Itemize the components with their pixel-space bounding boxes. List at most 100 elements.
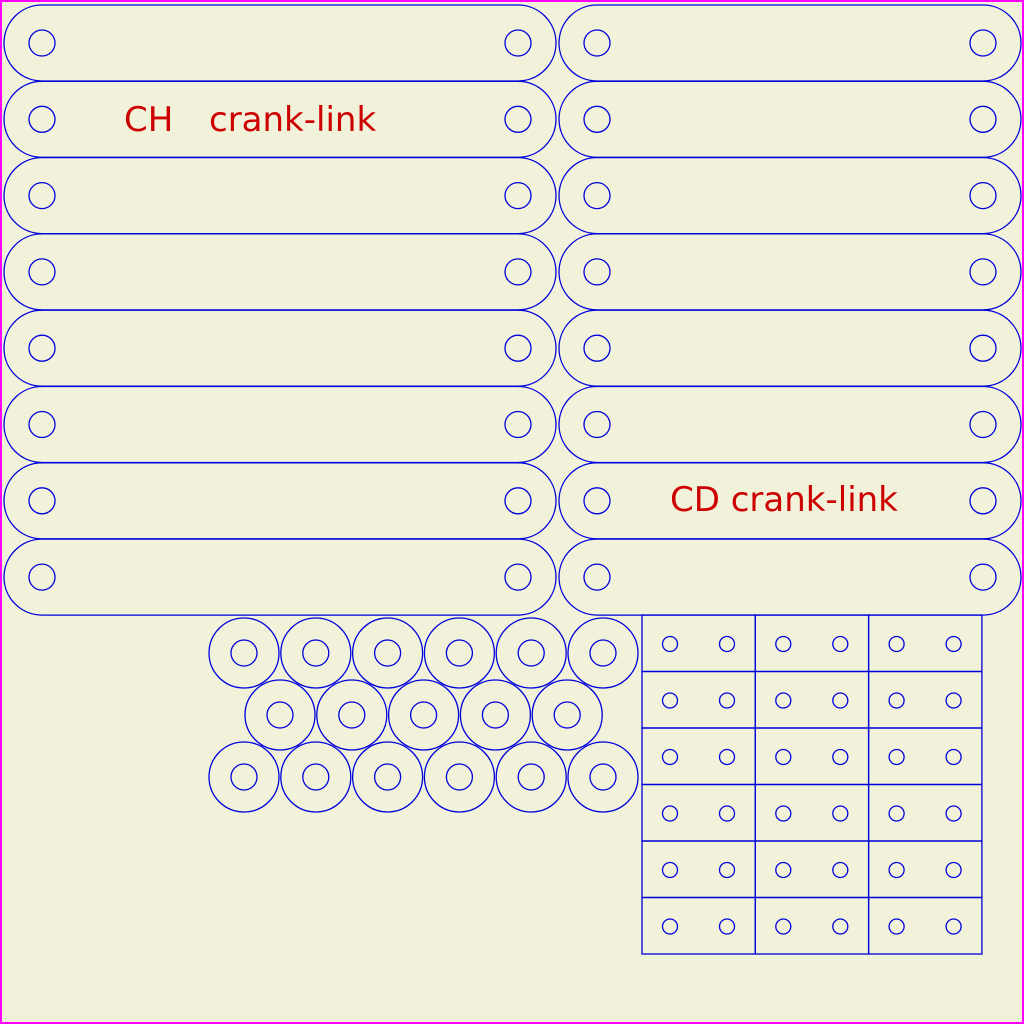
washer-hole: [445, 763, 474, 791]
washer: [387, 679, 460, 751]
washer-hole: [589, 639, 617, 667]
washer: [351, 741, 424, 813]
cd-pin-hole: [969, 410, 997, 439]
plate-hole: [832, 918, 849, 935]
plate-hole: [945, 918, 962, 935]
washer: [244, 679, 316, 751]
cd-pin-hole: [583, 258, 611, 286]
ch-pin-hole: [28, 29, 56, 57]
cd-pin-hole: [583, 334, 611, 362]
washer-hole: [445, 639, 474, 667]
plate-hole: [832, 692, 849, 709]
plate-hole: [661, 918, 679, 935]
cd-pin-hole: [969, 258, 997, 286]
plate-hole: [718, 635, 736, 653]
plate-hole: [888, 692, 905, 709]
ch-name-label: crank-link: [209, 100, 376, 140]
washer: [316, 679, 388, 751]
washer: [280, 741, 352, 813]
plate-hole: [945, 861, 962, 879]
plate-hole: [775, 805, 792, 822]
washer: [423, 617, 496, 689]
cd-crank-link-label: CD crank-link: [670, 480, 898, 520]
washer: [495, 741, 567, 813]
plate-hole: [775, 635, 792, 653]
ch-pin-hole: [28, 410, 56, 439]
washer: [351, 617, 424, 689]
ch-pin-hole: [28, 258, 56, 286]
plate-hole: [775, 692, 792, 709]
washer-hole: [373, 763, 402, 791]
washer: [567, 617, 639, 689]
cd-pin-hole: [969, 334, 997, 362]
plate-hole: [888, 861, 905, 879]
ch-pin-hole: [504, 563, 532, 591]
plate-hole: [775, 918, 792, 935]
plate-hole: [661, 748, 679, 766]
cd-pin-hole: [583, 181, 611, 210]
plate-hole: [832, 861, 849, 879]
washer-hole: [230, 639, 258, 667]
plate-hole: [661, 692, 679, 709]
plate-hole: [832, 805, 849, 822]
cd-pin-hole: [583, 563, 611, 591]
washer-hole: [517, 763, 545, 791]
washer: [459, 679, 532, 751]
washer-hole: [230, 763, 258, 791]
ch-pin-hole: [504, 181, 532, 210]
ch-pin-hole: [28, 105, 56, 133]
ch-pin-hole: [504, 487, 532, 515]
plate-hole: [832, 748, 849, 766]
plate-hole: [832, 635, 849, 653]
plate-hole: [945, 805, 962, 822]
cd-pin-hole: [969, 563, 997, 591]
plate-hole: [718, 861, 736, 879]
washer: [531, 679, 603, 751]
washer: [208, 741, 280, 813]
washer-hole: [481, 701, 510, 729]
washer-hole: [302, 639, 330, 667]
cd-pin-hole: [583, 29, 611, 57]
cd-pin-hole: [969, 487, 997, 515]
ch-crank-link: [3, 538, 557, 616]
washer-hole: [373, 639, 402, 667]
plate-hole: [775, 861, 792, 879]
ch-pin-hole: [504, 258, 532, 286]
ch-code-label: CH: [124, 100, 173, 140]
cd-pin-hole: [969, 105, 997, 133]
washer-hole: [338, 701, 366, 729]
ch-pin-hole: [504, 410, 532, 439]
ch-pin-hole: [28, 563, 56, 591]
washer: [495, 617, 567, 689]
plate-hole: [945, 635, 962, 653]
washer-hole: [266, 701, 294, 729]
washer-group: [208, 617, 639, 813]
cd-pin-hole: [583, 410, 611, 439]
cd-crank-link-group: [558, 4, 1022, 616]
link-plate: [867, 896, 983, 955]
plate-hole: [775, 748, 792, 766]
plate-hole: [718, 692, 736, 709]
washer: [208, 617, 280, 689]
plate-hole: [945, 692, 962, 709]
washer: [567, 741, 639, 813]
washer-hole: [302, 763, 330, 791]
washer-hole: [517, 639, 545, 667]
plate-hole: [888, 805, 905, 822]
plate-hole: [888, 918, 905, 935]
washer: [423, 741, 496, 813]
ch-pin-hole: [28, 334, 56, 362]
ch-pin-hole: [28, 487, 56, 515]
ch-crank-link-group: [3, 4, 557, 616]
plate-hole: [661, 805, 679, 822]
ch-pin-hole: [504, 29, 532, 57]
plate-hole: [718, 918, 736, 935]
plate-hole: [718, 805, 736, 822]
cd-pin-hole: [969, 29, 997, 57]
plate-hole: [661, 635, 679, 653]
plate-hole: [945, 748, 962, 766]
plate-hole: [888, 748, 905, 766]
ch-pin-hole: [504, 105, 532, 133]
washer-hole: [589, 763, 617, 791]
ch-pin-hole: [504, 334, 532, 362]
